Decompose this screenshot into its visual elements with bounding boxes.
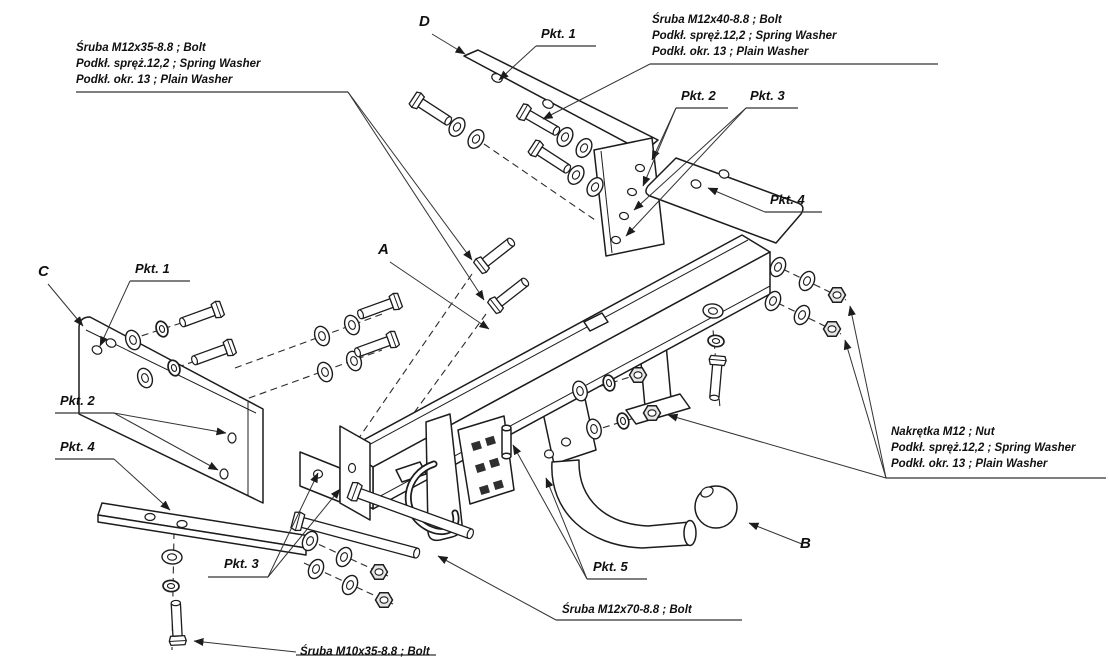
callout-line: Śruba M12x70-8.8 ; Bolt	[562, 604, 692, 616]
flat-bar-left	[97, 502, 311, 556]
fasteners-top-cluster	[407, 90, 607, 316]
callout-line: Śruba M12x40-8.8 ; Bolt	[652, 14, 782, 26]
callout-bolt-m12x40: Śruba M12x40-8.8 ; Bolt Podkł. spręż.12,…	[652, 12, 836, 60]
callout-line: Nakrętka M12 ; Nut	[891, 426, 995, 438]
callout-line: Podkł. okr. 13 ; Plain Washer	[76, 74, 233, 86]
callout-bolt-m12x35: Śruba M12x35-8.8 ; Bolt Podkł. spręż.12,…	[76, 40, 260, 88]
pkt-label-1-top: Pkt. 1	[541, 26, 576, 41]
callout-nut-m12: Nakrętka M12 ; Nut Podkł. spręż.12,2 ; S…	[891, 424, 1075, 472]
flat-plate-right	[645, 157, 804, 244]
callout-line: Podkł. spręż.12,2 ; Spring Washer	[652, 30, 837, 42]
pkt-label-3-bottom: Pkt. 3	[224, 556, 259, 571]
callout-line: Podkł. spręż.12,2 ; Spring Washer	[891, 442, 1076, 454]
side-plate-left	[78, 316, 264, 504]
part-letter-b: B	[800, 535, 811, 552]
callout-line: Podkł. okr. 13 ; Plain Washer	[891, 458, 1048, 470]
top-bracket	[463, 49, 665, 257]
lock-mechanism	[404, 413, 515, 542]
pkt-label-2-left: Pkt. 2	[60, 393, 95, 408]
callout-line: Podkł. okr. 13 ; Plain Washer	[652, 46, 809, 58]
pkt-label-4-left: Pkt. 4	[60, 439, 95, 454]
part-letter-d: D	[419, 13, 430, 30]
callout-line: Podkł. spręż.12,2 ; Spring Washer	[76, 58, 261, 70]
part-letter-a: A	[378, 241, 389, 258]
leader-lines	[47, 33, 1106, 656]
pkt-label-2-top: Pkt. 2	[681, 88, 716, 103]
pkt-label-3-top: Pkt. 3	[750, 88, 785, 103]
pkt-label-4-right: Pkt. 4	[770, 192, 805, 207]
callout-line: Śruba M12x35-8.8 ; Bolt	[76, 42, 206, 54]
part-letter-c: C	[38, 263, 49, 280]
callout-line: Śruba M10x35-8.8 ; Bolt	[300, 646, 430, 657]
pkt-label-5: Pkt. 5	[593, 559, 628, 574]
lock-pin	[501, 427, 512, 457]
callout-bolt-m12x70: Śruba M12x70-8.8 ; Bolt	[562, 602, 692, 618]
callout-bolt-m10: Śruba M10x35-8.8 ; Bolt	[300, 644, 430, 657]
pkt-label-1-left: Pkt. 1	[135, 261, 170, 276]
